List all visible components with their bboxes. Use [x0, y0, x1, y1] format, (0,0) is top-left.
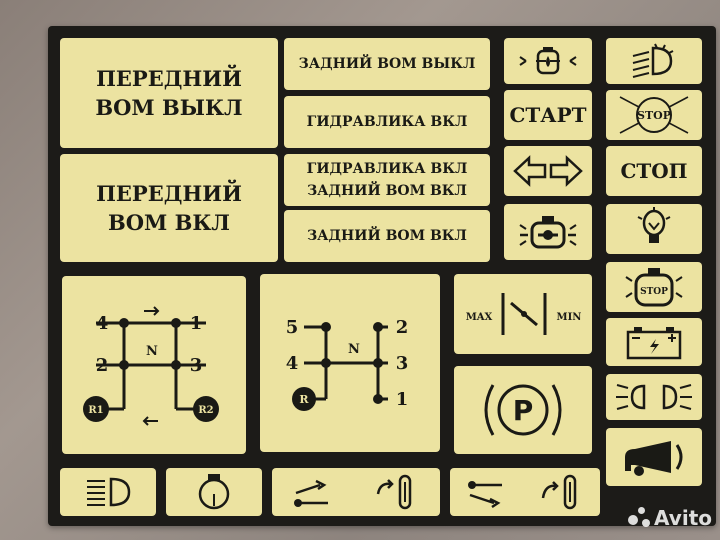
gear-shift-diagram-5: 5 4 2 3 1 N R — [286, 317, 409, 411]
start-text: СТАРТ — [509, 103, 587, 127]
parking-letter: P — [513, 394, 534, 427]
pto-lever-icon-2 — [541, 474, 576, 510]
oil-can-icon — [519, 216, 577, 249]
stop-text: СТОП — [620, 159, 688, 183]
stop-oil-label: STOP — [606, 262, 702, 312]
stop-sign-text: STOP — [637, 109, 671, 122]
hydraulics-on-text: ГИДРАВЛИКА ВКЛ — [306, 114, 468, 130]
gear-4b: 4 — [286, 353, 299, 374]
light-icon — [632, 43, 674, 78]
stop-oil-icon: STOP — [625, 268, 683, 307]
gear-r2: R2 — [198, 405, 213, 416]
lamp-label — [606, 204, 702, 254]
throttle-label: MAX MIN — [454, 274, 592, 354]
rear-pto-off-label: ЗАДНИЙ ВОМ ВЫКЛ — [284, 38, 490, 90]
throttle-min: MIN — [557, 312, 582, 323]
horn-icon — [625, 441, 683, 476]
pto-lever-icon — [376, 474, 412, 510]
gear-neutral: N — [146, 344, 158, 359]
battery-icon — [626, 327, 682, 360]
front-pto-on-text: ПЕРЕДНИЙ ВОМ ВКЛ — [96, 181, 242, 235]
start-label: СТАРТ — [504, 90, 592, 140]
gear-1: 1 — [190, 313, 203, 334]
lift-up-label — [450, 468, 600, 516]
turn-signal-label — [504, 146, 592, 196]
gear-3b: 3 — [396, 353, 409, 374]
rear-pto-on-text: ЗАДНИЙ ВОМ ВКЛ — [307, 228, 467, 244]
gear-3: 3 — [190, 355, 203, 376]
front-pto-off-text: ПЕРЕДНИЙ ВОМ ВЫКЛ — [95, 66, 243, 120]
gear-r: R — [299, 393, 309, 406]
gear-shift-label-5: 5 4 2 3 1 N R — [260, 274, 440, 452]
work-light-label — [606, 38, 702, 84]
rear-pto-off-text: ЗАДНИЙ ВОМ ВЫКЛ — [298, 56, 476, 72]
rear-pto-on-text-2: ЗАДНИЙ ВОМ ВКЛ — [307, 183, 467, 199]
stop-sign-label: STOP — [606, 90, 702, 140]
gear-1b: 1 — [396, 389, 409, 410]
gear-neutral-b: N — [348, 342, 360, 357]
gear-5: 5 — [286, 317, 299, 338]
lift-down-label — [272, 468, 440, 516]
parking-brake-label: P — [454, 366, 592, 454]
parking-brake-icon: P — [484, 384, 562, 436]
lift-icon — [294, 479, 328, 507]
oil-sensor-label — [166, 468, 262, 516]
horn-label — [606, 428, 702, 486]
sticker-sheet: ПЕРЕДНИЙ ВОМ ВЫКЛ ЗАДНИЙ ВОМ ВЫКЛ ГИДРАВ… — [48, 26, 716, 526]
throttle-max: MAX — [466, 312, 493, 323]
gear-4: 4 — [96, 313, 109, 334]
lamp-icon — [637, 207, 671, 243]
front-pto-on-label: ПЕРЕДНИЙ ВОМ ВКЛ — [60, 154, 278, 262]
gear-r1: R1 — [88, 405, 103, 416]
hydraulics-on-text-2: ГИДРАВЛИКА ВКЛ — [306, 161, 468, 177]
lift-up-icon — [467, 481, 502, 509]
oil-can-label — [504, 204, 592, 260]
throttle-icon: MAX MIN — [466, 293, 582, 335]
gear-2: 2 — [96, 355, 109, 376]
hydraulics-rear-pto-label: ГИДРАВЛИКА ВКЛ ЗАДНИЙ ВОМ ВКЛ — [284, 154, 490, 206]
oil-sensor-icon — [198, 474, 230, 510]
gear-shift-diagram-4: 4 1 2 3 N R1 R2 — [83, 306, 219, 426]
gear-2b: 2 — [396, 317, 409, 338]
turn-signal-icon — [513, 155, 583, 187]
watermark-text: Avito — [654, 506, 712, 530]
rear-pto-on-label: ЗАДНИЙ ВОМ ВКЛ — [284, 210, 490, 262]
gear-shift-label-4: 4 1 2 3 N R1 R2 — [62, 276, 246, 454]
oil-pressure-icon — [519, 47, 577, 75]
fog-light-label — [606, 374, 702, 420]
watermark-logo-icon — [628, 507, 651, 529]
oil-pressure-label — [504, 38, 592, 84]
battery-label — [606, 318, 702, 366]
stop-label: СТОП — [606, 146, 702, 196]
stop-oil-text: STOP — [640, 287, 668, 297]
watermark: Avito — [628, 506, 712, 530]
front-pto-off-label: ПЕРЕДНИЙ ВОМ ВЫКЛ — [60, 38, 278, 148]
hydraulics-on-label: ГИДРАВЛИКА ВКЛ — [284, 96, 490, 148]
headlight-label — [60, 468, 156, 516]
fog-light-icon — [616, 384, 692, 410]
stop-sign-icon: STOP — [619, 96, 689, 134]
headlight-icon — [87, 477, 131, 507]
